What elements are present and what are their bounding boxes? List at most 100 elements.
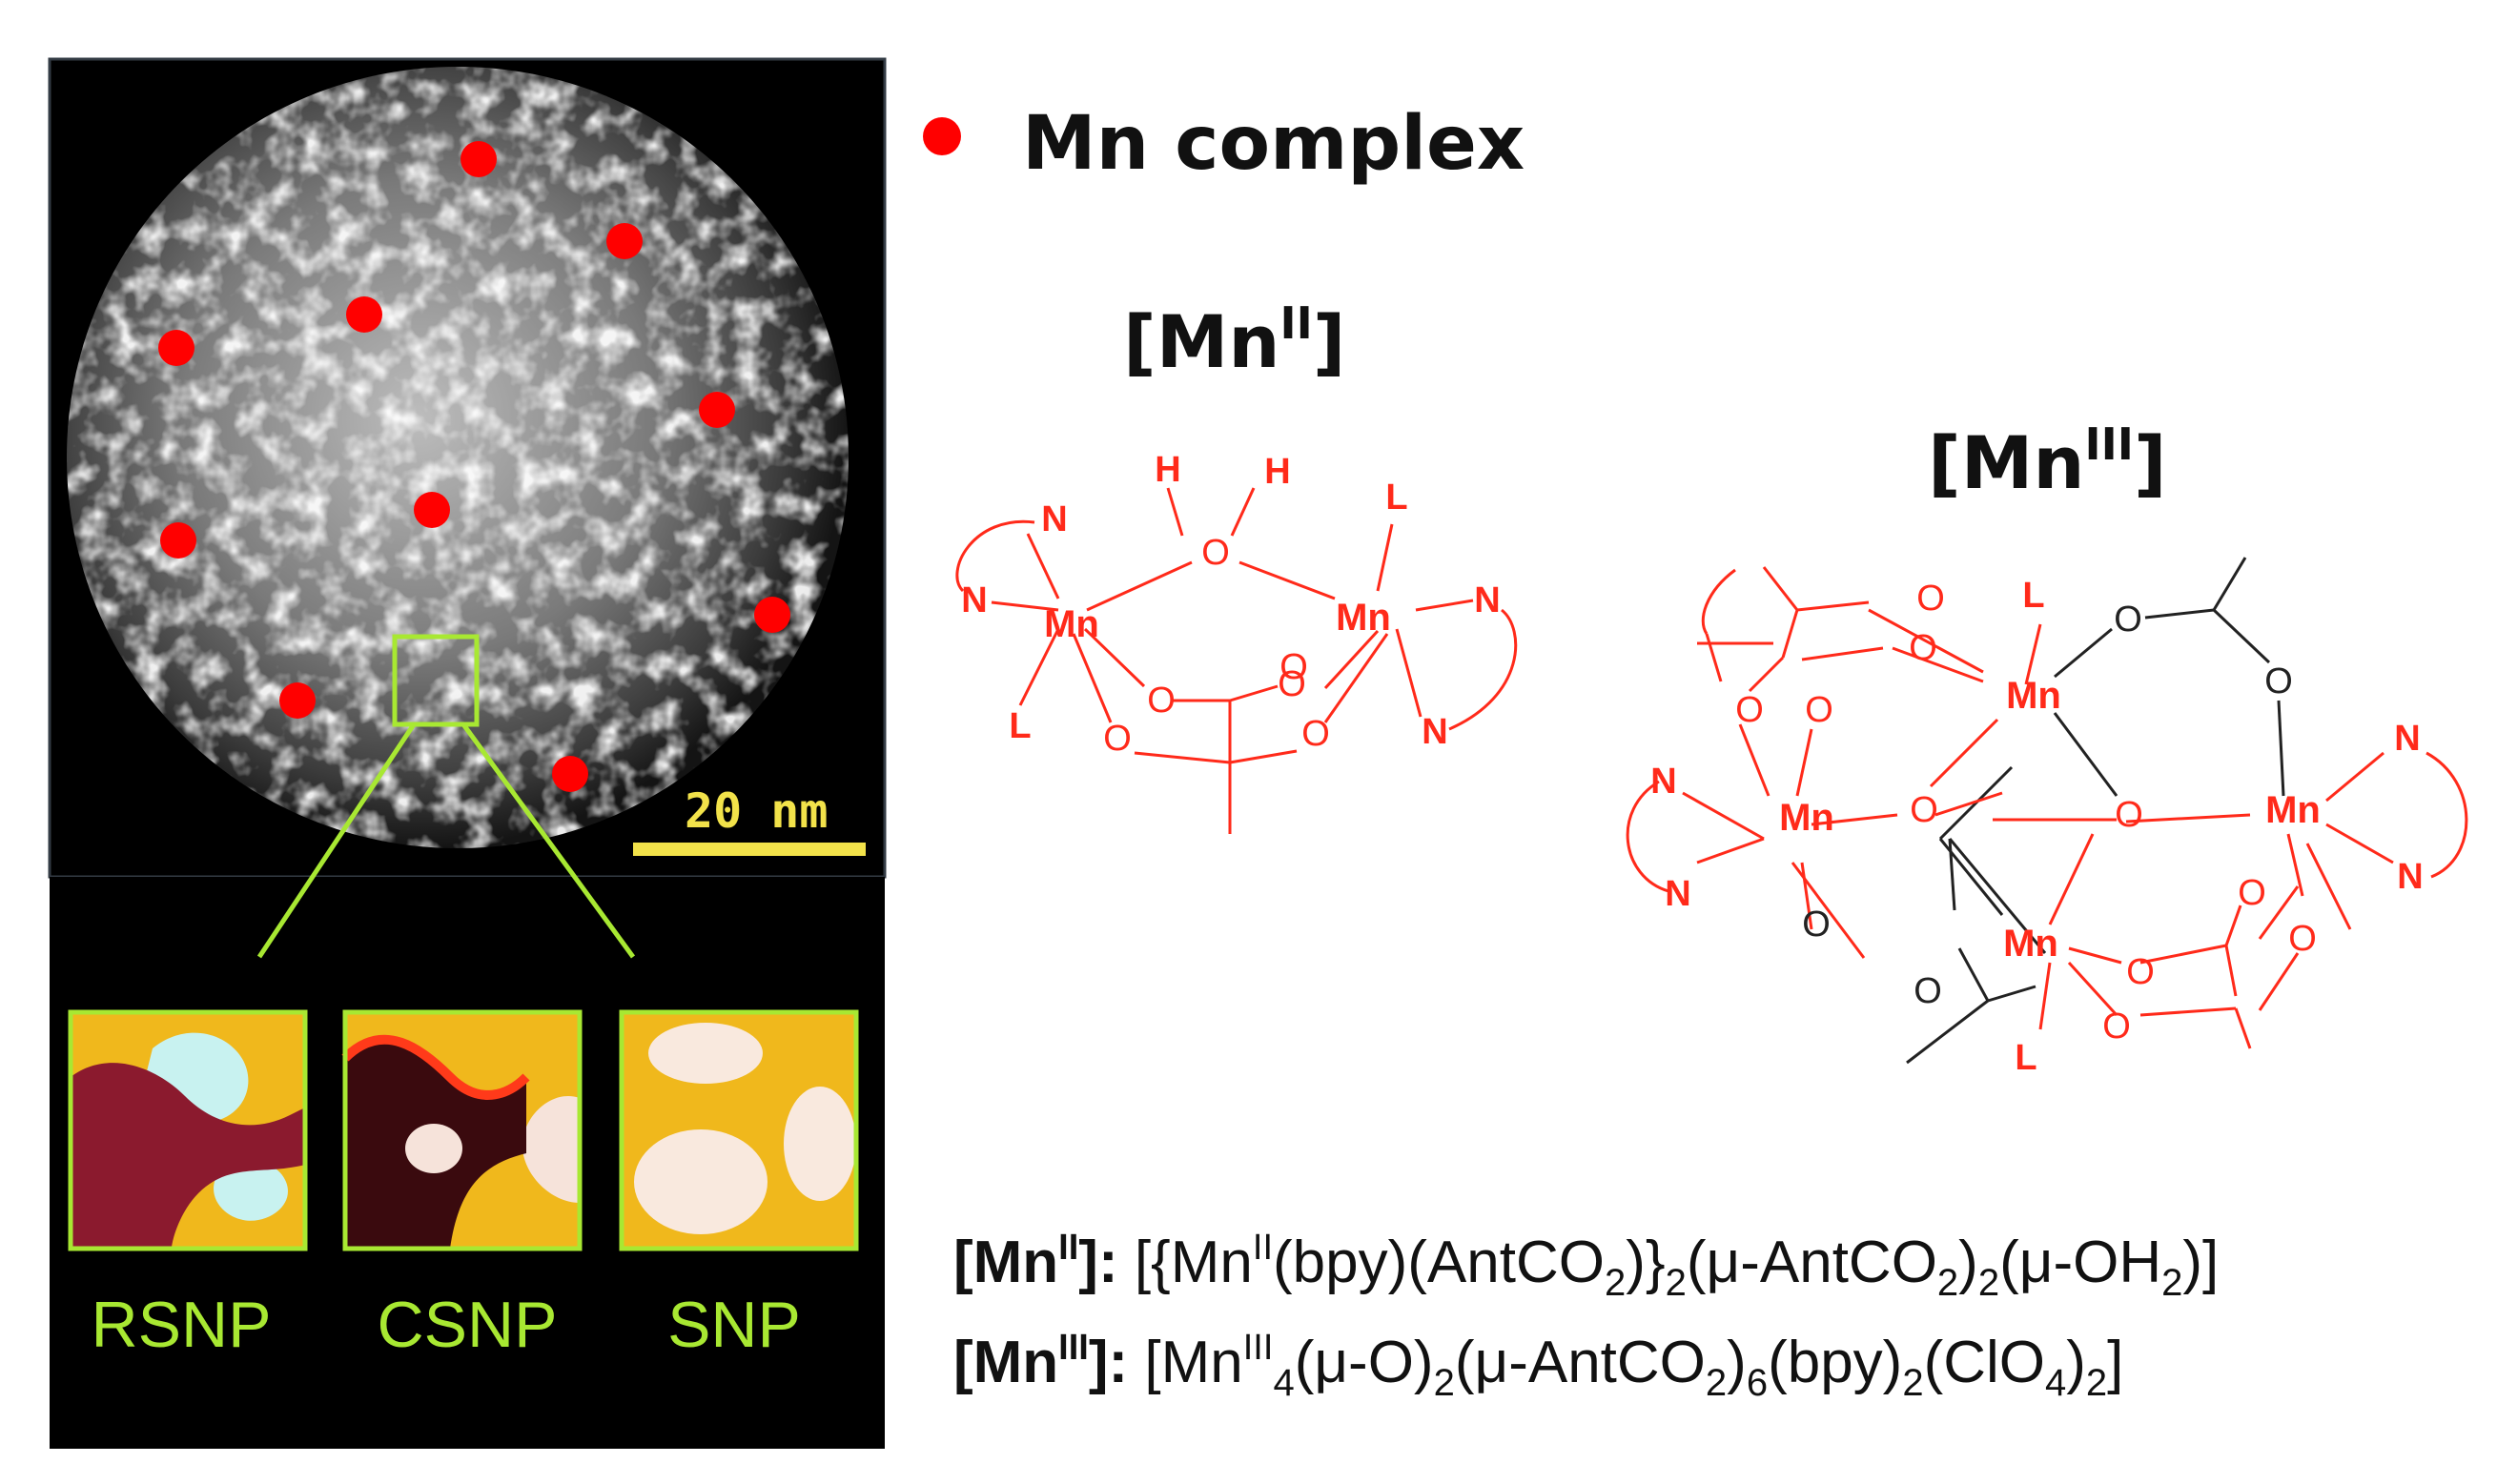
scale-bar: 20 nm [633, 783, 866, 856]
np-tile-csnp [341, 1009, 583, 1251]
atom-o: O [2114, 600, 2142, 640]
csnp-pore [405, 1124, 462, 1173]
atom-o: O [2238, 873, 2266, 913]
formula-key: [Mn [953, 1330, 1058, 1395]
formula-subscript: 4 [1273, 1362, 1294, 1404]
formula-text: ) [2066, 1330, 2086, 1395]
atom-n: N [1422, 712, 1447, 752]
legend: Mn complex [923, 101, 1525, 187]
csnp-tile-frame [342, 1009, 583, 1251]
mn2-heading-close: ] [1313, 299, 1346, 384]
atom-o: O [1735, 690, 1764, 730]
atom-o: O [1301, 714, 1330, 754]
formula-superscript: II [1253, 1228, 1273, 1268]
formula-subscript: 2 [1434, 1362, 1455, 1404]
mn3-structure-black [1906, 557, 2285, 1065]
scale-bar-label: 20 nm [685, 783, 829, 839]
formula-key-sup: III [1058, 1328, 1089, 1368]
atom-h: H [1155, 450, 1180, 490]
atom-o: O [1914, 971, 1942, 1011]
atom-mn: Mn [1336, 597, 1391, 639]
formula-text: (bpy) [1768, 1330, 1902, 1395]
formula-subscript: 4 [2045, 1362, 2066, 1404]
atom-o: O [1909, 628, 1937, 668]
mn-complex-marker [699, 392, 735, 428]
mn-complex-marker [346, 296, 382, 333]
atom-mn: Mn [1779, 797, 1834, 839]
atom-o: O [2126, 952, 2155, 992]
mn-complex-marker [606, 223, 643, 259]
atom-n: N [2394, 719, 2420, 759]
atom-l: L [2015, 1038, 2036, 1078]
atom-n: N [1665, 874, 1690, 914]
snp-pore-1 [648, 1023, 763, 1084]
micrograph-panel: 20 nm [48, 57, 887, 879]
atom-mn: Mn [2265, 789, 2321, 831]
formula-text: )} [1626, 1230, 1665, 1295]
formula-text: [Mn [1144, 1330, 1242, 1395]
atom-mn: Mn [2003, 923, 2058, 965]
formula-text: (μ-OH [1999, 1230, 2161, 1295]
atom-o: O [1916, 579, 1945, 619]
atom-o: O [1201, 533, 1230, 573]
atom-o: O [1147, 681, 1176, 721]
mn3-heading-close: ] [2134, 420, 2167, 505]
atom-o: O [2102, 1006, 2131, 1047]
atom-o: O [2264, 661, 2293, 701]
atom-o: O [2115, 795, 2143, 835]
snp-pore-2 [634, 1129, 768, 1234]
formula-text: (ClO [1924, 1330, 2045, 1395]
legend-marker [923, 117, 961, 155]
mn2-formula: [MnII]: [{MnII(bpy)(AntCO2)}2(μ-AntCO2)2… [953, 1228, 2219, 1304]
legend-label: Mn complex [1022, 101, 1525, 187]
mn-complex-marker [552, 756, 588, 792]
zoom-line-left [256, 722, 417, 959]
np-tile-snp [619, 1009, 859, 1251]
formula-text: )] [2182, 1230, 2219, 1295]
atom-n: N [1474, 580, 1500, 620]
atom-o: O [1278, 664, 1306, 704]
np-label-csnp: CSNP [378, 1289, 558, 1361]
mn2-heading-sup: II [1279, 297, 1312, 349]
atom-n: N [1650, 762, 1676, 802]
formula-subscript: 2 [1706, 1362, 1727, 1404]
atom-o: O [1802, 905, 1831, 945]
formula-subscript: 2 [1605, 1262, 1626, 1304]
rsnp-core [71, 1063, 305, 1249]
formula-text: ) [1727, 1330, 1747, 1395]
formula-key-close: ]: [1078, 1230, 1135, 1295]
mn-complex-marker [461, 141, 497, 177]
mn3-structure-red [1626, 566, 2468, 1049]
formula-subscript: 2 [1902, 1362, 1923, 1404]
atom-mn: Mn [1044, 603, 1099, 645]
formula-subscript: 2 [1937, 1262, 1958, 1304]
formula-superscript: III [1243, 1328, 1274, 1368]
atom-n: N [961, 580, 987, 620]
np-label-snp: SNP [667, 1289, 801, 1361]
formula-text: (μ-O) [1295, 1330, 1434, 1395]
formula-text: (μ-AntCO [1687, 1230, 1937, 1295]
zoom-line-right [461, 722, 636, 959]
atom-o: O [1103, 719, 1132, 759]
atom-o: O [2288, 919, 2317, 959]
atom-o: O [1279, 647, 1308, 687]
mn2-heading-base: [Mn [1123, 299, 1279, 384]
snp-tile-frame [619, 1009, 859, 1251]
mn3-heading-sup: III [2084, 418, 2133, 470]
mn-complex-marker [160, 522, 196, 559]
mn3-heading-base: [Mn [1928, 420, 2084, 505]
np-tile-rsnp [68, 1009, 308, 1251]
atom-h: H [1264, 452, 1290, 492]
inset-panel: RSNP CSNP SNP [50, 722, 885, 1449]
formula-subscript: 2 [1666, 1262, 1687, 1304]
mn-complex-marker [754, 597, 790, 633]
mn-complex-marker [158, 330, 194, 366]
formula-text: ] [2107, 1330, 2123, 1395]
formula-subscript: 2 [2161, 1262, 2182, 1304]
zoom-region-box [392, 634, 480, 727]
formula-text: (bpy)(AntCO [1273, 1230, 1605, 1295]
mn3-formula: [MnIII]: [MnIII4(μ-O)2(μ-AntCO2)6(bpy)2(… [953, 1328, 2123, 1404]
